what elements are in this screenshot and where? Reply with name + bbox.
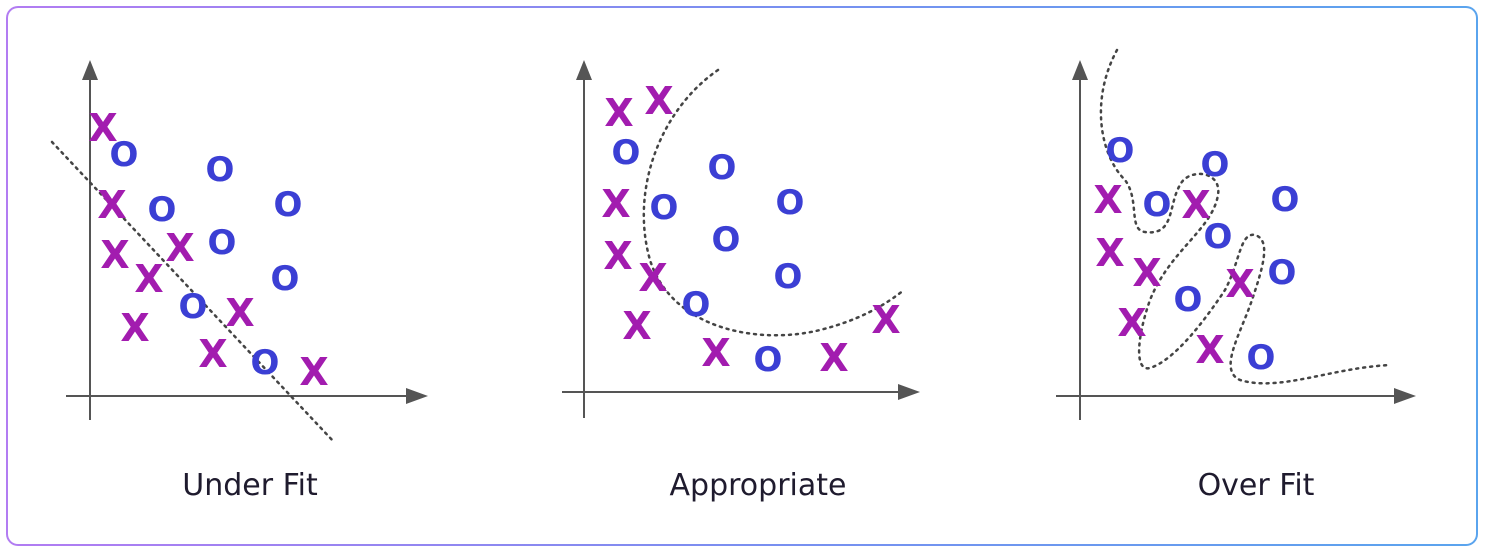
caption-appropriate: Appropriate — [669, 468, 847, 503]
x-axis-arrow-icon — [406, 388, 428, 404]
caption-over-fit: Over Fit — [1197, 468, 1315, 503]
o-marker: O — [712, 220, 741, 260]
x-marker: X — [198, 332, 227, 376]
x-marker: X — [1195, 328, 1224, 372]
o-marker: O — [1143, 185, 1172, 225]
x-marker: X — [1225, 262, 1254, 306]
x-marker: X — [644, 79, 673, 123]
o-marker: O — [682, 285, 711, 325]
o-marker: O — [148, 190, 177, 230]
o-marker: O — [1106, 131, 1135, 171]
x-marker: X — [134, 257, 163, 301]
decision-boundary-appropriate — [642, 68, 906, 337]
x-marker: X — [638, 256, 667, 300]
x-marker: X — [100, 233, 129, 277]
x-marker: X — [701, 331, 730, 375]
o-marker: O — [271, 259, 300, 299]
o-marker: O — [774, 257, 803, 297]
o-marker: O — [1204, 217, 1233, 257]
o-marker: O — [1268, 253, 1297, 293]
x-axis-arrow-icon — [898, 384, 920, 400]
x-marker: X — [1095, 231, 1124, 275]
axes-appropriate — [562, 60, 920, 418]
caption-under-fit: Under Fit — [182, 468, 318, 503]
o-marker: O — [1247, 338, 1276, 378]
o-marker: O — [612, 133, 641, 173]
axes-over-fit — [1056, 60, 1416, 420]
x-marker: X — [120, 306, 149, 350]
x-marker: X — [1181, 183, 1210, 227]
o-marker: O — [110, 135, 139, 175]
x-marker: X — [601, 182, 630, 226]
o-marker: O — [208, 223, 237, 263]
y-axis-arrow-icon — [1072, 60, 1088, 80]
x-marker: X — [165, 226, 194, 270]
decision-boundary-over-fit — [1099, 48, 1392, 385]
o-marker: O — [179, 287, 208, 327]
y-axis-arrow-icon — [82, 60, 98, 80]
o-marker: O — [274, 185, 303, 225]
o-marker: O — [776, 183, 805, 223]
x-axis-arrow-icon — [1394, 388, 1416, 404]
x-marker: X — [622, 304, 651, 348]
x-marker: X — [604, 91, 633, 135]
x-marker: X — [299, 350, 328, 394]
o-marker: O — [251, 343, 280, 383]
o-marker: O — [1174, 280, 1203, 320]
y-axis-arrow-icon — [576, 60, 592, 80]
x-marker: X — [88, 106, 117, 150]
x-marker: X — [1117, 301, 1146, 345]
x-marker: X — [97, 183, 126, 227]
x-marker: X — [1132, 251, 1161, 295]
o-marker: O — [1201, 145, 1230, 185]
o-marker: O — [708, 148, 737, 188]
x-marker: X — [871, 298, 900, 342]
x-marker: X — [225, 291, 254, 335]
decision-boundary-under-fit — [50, 140, 336, 444]
o-marker: O — [206, 150, 235, 190]
x-marker: X — [819, 336, 848, 380]
o-marker: O — [1271, 180, 1300, 220]
x-marker: X — [603, 234, 632, 278]
o-marker: O — [650, 188, 679, 228]
o-marker: O — [754, 340, 783, 380]
x-marker: X — [1093, 178, 1122, 222]
axes-under-fit — [66, 60, 428, 420]
